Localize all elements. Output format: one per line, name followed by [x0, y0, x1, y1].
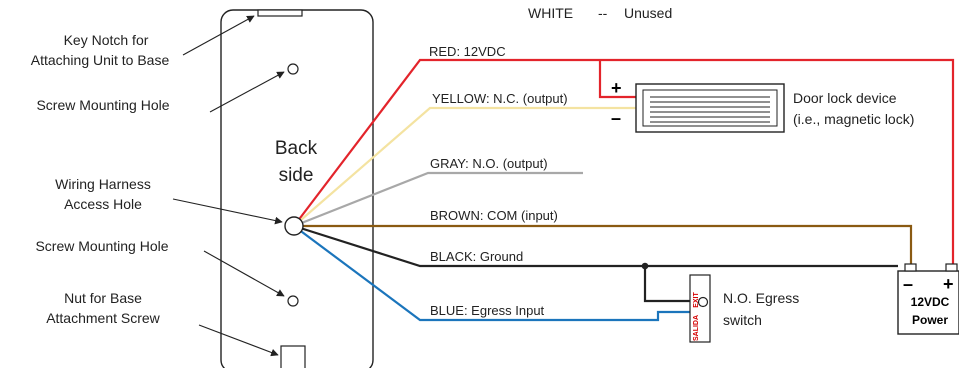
- back-side-label-2: side: [279, 165, 314, 186]
- egress-label-2: switch: [723, 312, 762, 328]
- harness-access-hole: [284, 216, 304, 236]
- lock-minus-terminal: –: [611, 108, 621, 128]
- wire-gray: [293, 171, 583, 228]
- legend-white-sep: --: [598, 5, 608, 21]
- power-supply: [897, 263, 959, 335]
- door-lock-device: [635, 83, 785, 133]
- wire-label-yellow: YELLOW: N.C. (output): [432, 91, 568, 106]
- exit-sign-text: EXIT: [693, 291, 700, 307]
- wire-black-egress: [643, 266, 690, 303]
- callout-screw-bottom: Screw Mounting Hole: [35, 238, 168, 254]
- ground-junction: [641, 262, 649, 270]
- legend-white-desc: Unused: [624, 5, 672, 21]
- egress-switch: EXIT SALIDA: [689, 274, 711, 343]
- power-plus-terminal: [945, 263, 958, 272]
- wire-black: [293, 224, 898, 268]
- legend-white: WHITE: [528, 5, 573, 21]
- wire-brown: [294, 224, 913, 266]
- screw-hole-bottom: [287, 295, 299, 307]
- power-minus-sign: –: [903, 274, 913, 294]
- callout-harness-1: Wiring Harness: [55, 176, 151, 192]
- wire-red: [293, 58, 955, 266]
- arrow-screw-top: [209, 71, 285, 113]
- door-lock-label-1: Door lock device: [793, 90, 897, 106]
- callout-nut-1: Nut for Base: [64, 290, 142, 306]
- screw-hole-top: [287, 63, 299, 75]
- power-label-2: Power: [912, 313, 948, 327]
- wire-yellow: [293, 106, 636, 227]
- callout-nut-2: Attachment Screw: [46, 310, 160, 326]
- wire-red-lock: [598, 60, 636, 99]
- reader-back-panel: [220, 9, 374, 368]
- lock-plus-terminal: +: [611, 78, 622, 98]
- egress-button-icon: [697, 296, 709, 308]
- door-lock-label-2: (i.e., magnetic lock): [793, 111, 914, 127]
- wire-label-blue: BLUE: Egress Input: [430, 303, 545, 318]
- callout-key-notch-2: Attaching Unit to Base: [31, 52, 170, 68]
- power-plus-sign: +: [943, 274, 954, 294]
- back-side-label-1: Back: [275, 138, 318, 159]
- power-label-1: 12VDC: [911, 295, 950, 309]
- wire-label-gray: GRAY: N.O. (output): [430, 156, 548, 171]
- wire-label-brown: BROWN: COM (input): [430, 208, 558, 223]
- key-notch: [257, 9, 303, 17]
- callout-screw-top: Screw Mounting Hole: [36, 97, 169, 113]
- wire-label-red: RED: 12VDC: [429, 44, 506, 59]
- arrow-key-notch: [182, 15, 255, 56]
- arrow-nut: [198, 324, 279, 357]
- power-minus-terminal: [904, 263, 917, 272]
- wire-label-black: BLACK: Ground: [430, 249, 523, 264]
- wire-blue: [293, 225, 690, 322]
- base-nut: [280, 345, 306, 368]
- arrow-harness: [172, 198, 283, 225]
- callout-harness-2: Access Hole: [64, 196, 142, 212]
- salida-sign-text: SALIDA: [693, 315, 700, 341]
- arrow-screw-bottom: [203, 250, 285, 297]
- egress-label-1: N.O. Egress: [723, 290, 799, 306]
- callout-key-notch-1: Key Notch for: [64, 32, 149, 48]
